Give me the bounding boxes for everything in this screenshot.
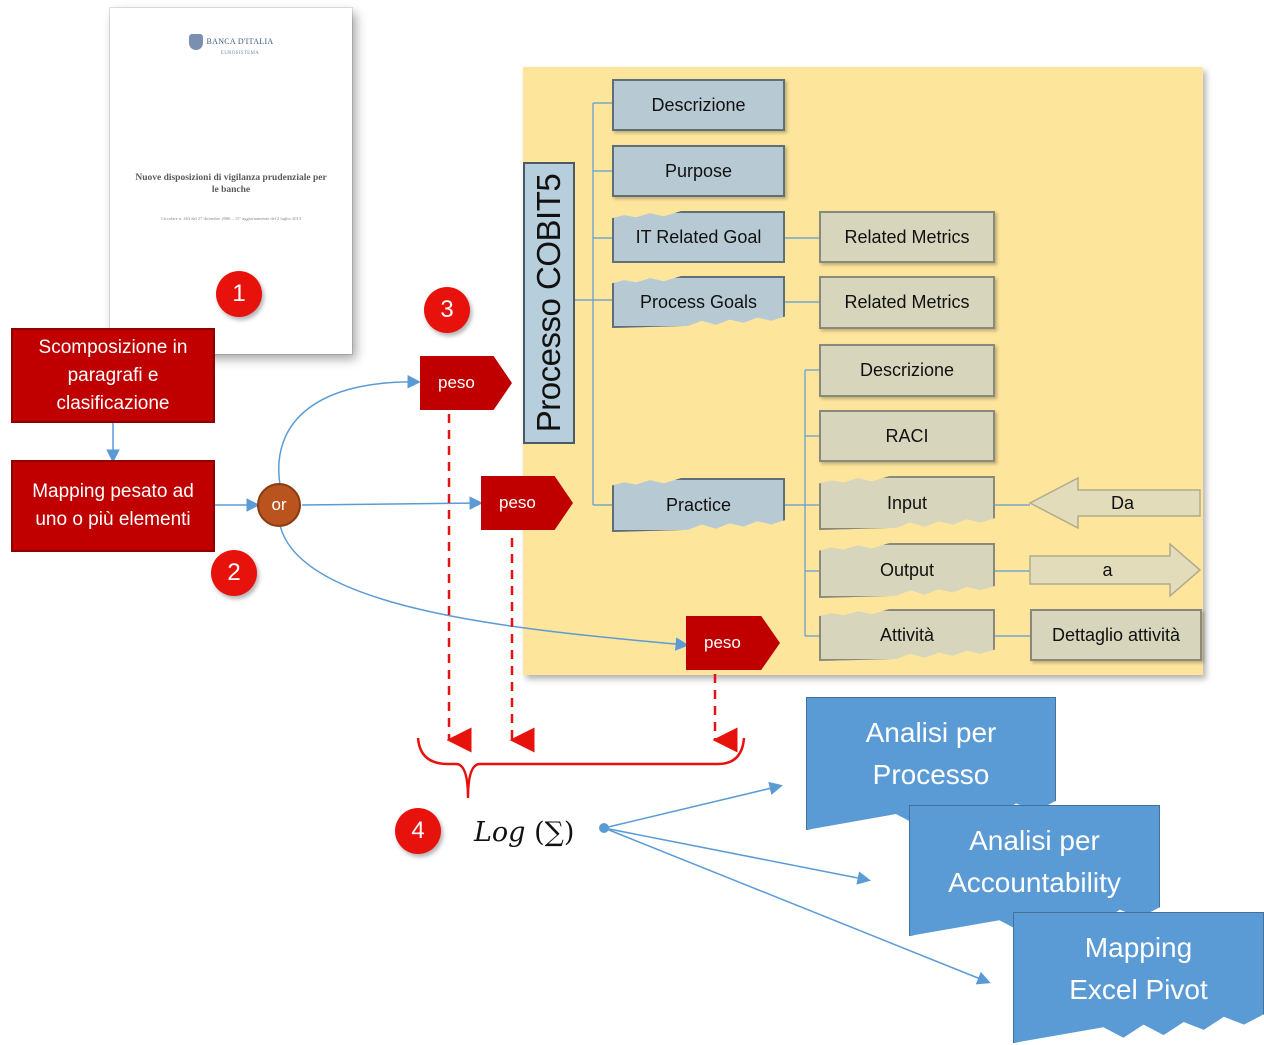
step-1-badge: 1 [216, 271, 262, 317]
or-node: or [257, 483, 301, 527]
log-label: Log [474, 816, 526, 848]
da-label: Da [1110, 492, 1134, 513]
bank-crest-icon [188, 34, 203, 50]
practice-descrizione-box: Descrizione [819, 344, 995, 397]
step-4-badge: 4 [395, 808, 441, 854]
or-to-peso-3-arrow [279, 524, 689, 651]
related-metrics-box-2: Related Metrics [819, 276, 995, 329]
scomposizione-box: Scomposizione in paragrafi e clasificazi… [11, 328, 215, 423]
related-metrics-box-1: Related Metrics [819, 211, 995, 263]
sum-brace [416, 737, 746, 799]
peso-tag-1: peso [420, 356, 512, 410]
a-block-arrow [1029, 542, 1202, 598]
peso-tag-3: peso [686, 616, 780, 670]
it-related-goal-box: IT Related Goal [612, 211, 785, 263]
bank-logo: BANCA D'ITALIA EUROSISTEMA [110, 34, 352, 56]
a-label: a [1102, 559, 1113, 580]
to-mapping-excel-arrow [603, 827, 991, 985]
output-box: Output [819, 543, 995, 598]
or-to-peso-1-arrow [278, 375, 421, 486]
to-analisi-accountability-arrow [603, 827, 871, 885]
peso-tag-2: peso [481, 476, 573, 530]
purpose-box: Purpose [612, 145, 785, 197]
or-to-peso-2-arrow [301, 496, 483, 510]
document-title: Nuove disposizioni di vigilanza prudenzi… [135, 173, 327, 195]
raci-box: RACI [819, 410, 995, 462]
step-2-badge: 2 [211, 550, 257, 596]
log-sum-formula: Log (∑) [474, 810, 604, 854]
sigma-label: (∑) [534, 816, 575, 848]
processo-cobit-label: Processo COBIT5 [523, 162, 575, 444]
mapping-box: Mapping pesato ad uno o più elementi [11, 460, 215, 552]
dettaglio-attivita-box: Dettaglio attività [1030, 609, 1202, 661]
da-block-arrow [1028, 476, 1201, 530]
to-analisi-processo-arrow [603, 781, 783, 829]
step-3-badge: 3 [424, 287, 470, 333]
descrizione-box: Descrizione [612, 79, 785, 131]
document-fine-print: Circolare n. 263 del 27 dicembre 2006 – … [160, 216, 302, 221]
input-box: Input [819, 476, 995, 530]
